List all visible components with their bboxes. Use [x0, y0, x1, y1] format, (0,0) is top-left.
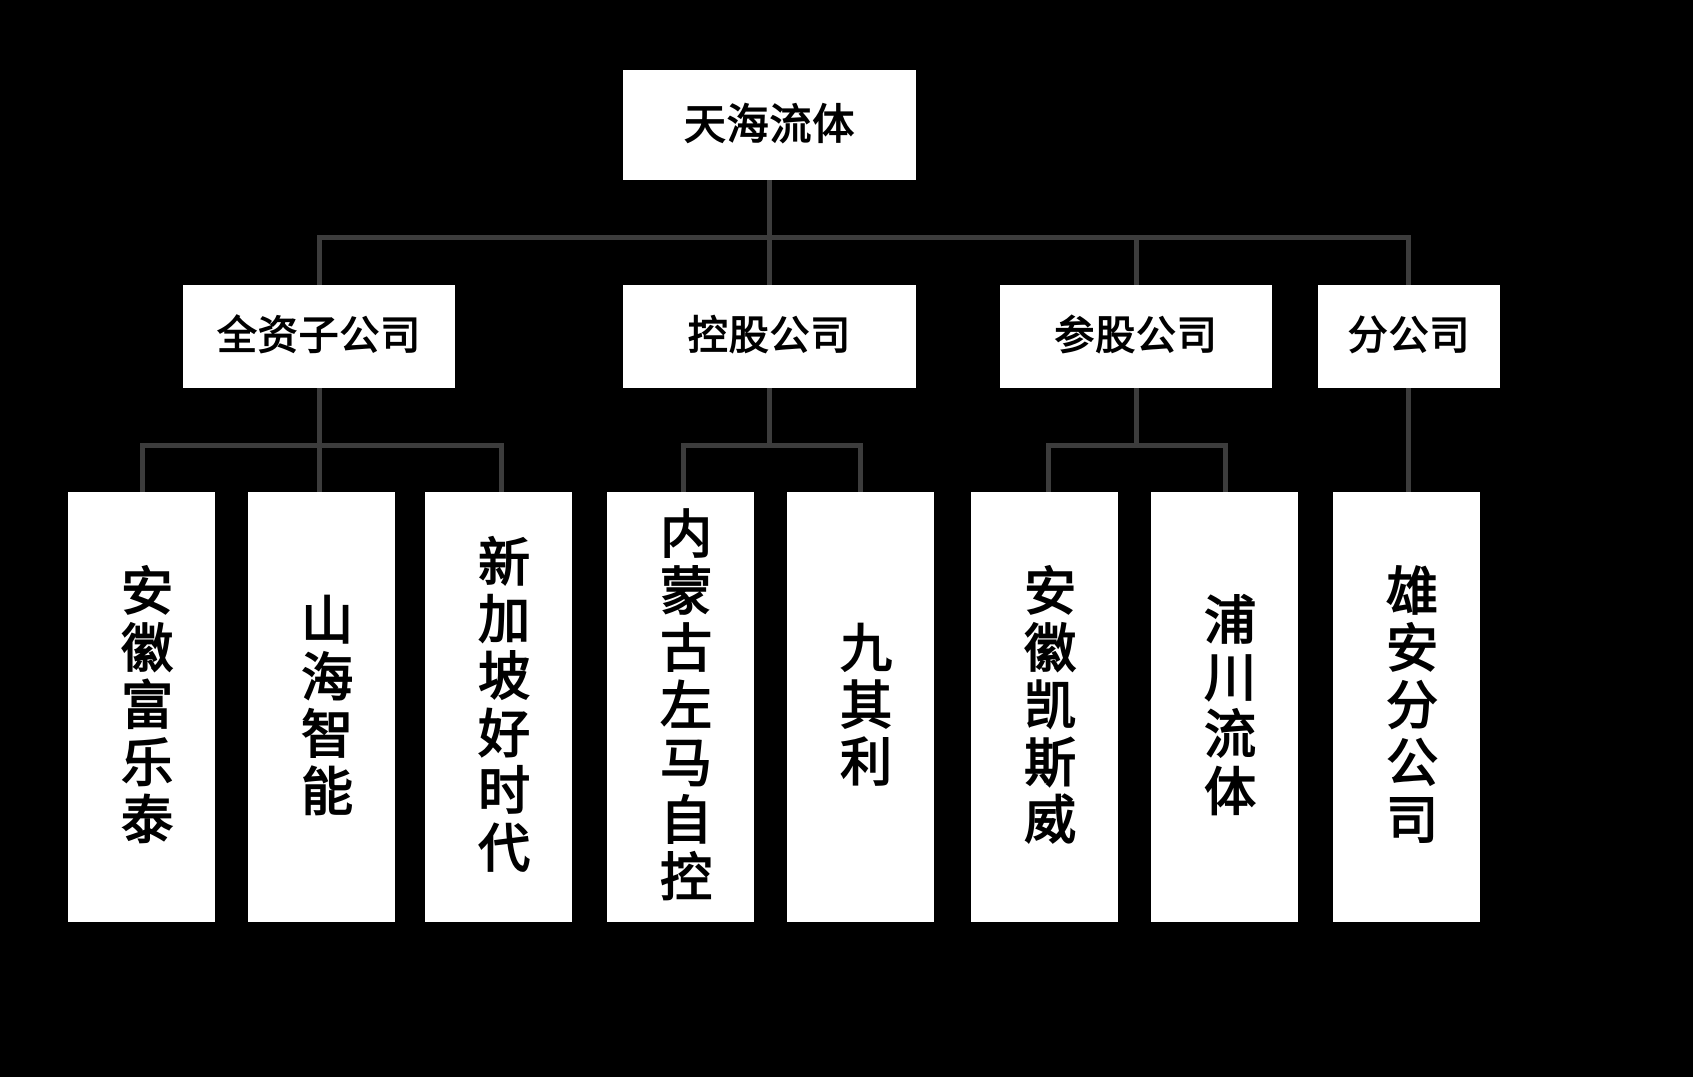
node-category-branch[interactable]: 分公司 — [1318, 285, 1500, 388]
node-label-branch: 分公司 — [1347, 312, 1471, 359]
node-label-xiongan-fengongsi: 雄安分公司 — [1376, 564, 1437, 850]
connector-drop-participating — [1134, 235, 1139, 285]
node-label-anhui-fuletai: 安徽富乐泰 — [111, 564, 172, 850]
node-leaf-neimenggu-zuoma-zikong[interactable]: 内蒙古左马自控 — [607, 492, 754, 922]
node-leaf-xinjiapo-haoshidai[interactable]: 新加坡好时代 — [425, 492, 572, 922]
connector-drop-neimenggu — [681, 443, 686, 492]
connector-drop-puchuan-liuti — [1223, 443, 1228, 492]
node-category-participating[interactable]: 参股公司 — [1000, 285, 1272, 388]
node-root-tianhai-liuti[interactable]: 天海流体 — [623, 70, 916, 180]
node-leaf-xiongan-fengongsi[interactable]: 雄安分公司 — [1333, 492, 1480, 922]
node-label-xinjiapo-haoshidai: 新加坡好时代 — [468, 535, 529, 879]
node-category-wholly-owned[interactable]: 全资子公司 — [183, 285, 455, 388]
connector-drop-branch — [1406, 235, 1411, 285]
node-leaf-anhui-kaisiwei[interactable]: 安徽凯斯威 — [971, 492, 1118, 922]
node-label-jiuqili: 九其利 — [830, 621, 891, 793]
connector-root-bus — [317, 235, 1411, 240]
connector-root-stem — [767, 180, 772, 235]
node-label-participating: 参股公司 — [1054, 312, 1218, 359]
node-label-wholly-owned: 全资子公司 — [217, 312, 421, 359]
node-label-neimenggu-zuoma-zikong: 内蒙古左马自控 — [650, 506, 711, 908]
connector-stem-wholly-owned — [317, 388, 322, 443]
node-label-root: 天海流体 — [683, 100, 856, 150]
node-leaf-shanhai-zhineng[interactable]: 山海智能 — [248, 492, 395, 922]
node-label-holding: 控股公司 — [687, 312, 852, 359]
node-label-anhui-kaisiwei: 安徽凯斯威 — [1014, 564, 1075, 850]
node-leaf-jiuqili[interactable]: 九其利 — [787, 492, 934, 922]
connector-drop-shanhai-zhineng — [317, 443, 322, 492]
connector-drop-wholly-owned — [317, 235, 322, 285]
connector-drop-anhui-fuletai — [140, 443, 145, 492]
node-category-holding[interactable]: 控股公司 — [623, 285, 916, 388]
node-label-shanhai-zhineng: 山海智能 — [291, 592, 352, 822]
connector-drop-anhui-kaisiwei — [1046, 443, 1051, 492]
connector-stem-holding — [767, 388, 772, 443]
connector-bus-wholly-owned — [140, 443, 504, 448]
connector-drop-holding — [767, 235, 772, 285]
connector-stem-participating — [1134, 388, 1139, 443]
connector-drop-jiuqili — [858, 443, 863, 492]
node-label-puchuan-liuti: 浦川流体 — [1194, 592, 1255, 822]
node-leaf-anhui-fuletai[interactable]: 安徽富乐泰 — [68, 492, 215, 922]
connector-bus-holding — [681, 443, 863, 448]
node-leaf-puchuan-liuti[interactable]: 浦川流体 — [1151, 492, 1298, 922]
connector-bus-participating — [1046, 443, 1228, 448]
connector-stem-branch — [1406, 388, 1411, 492]
connector-drop-xinjiapo-haoshidai — [499, 443, 504, 492]
